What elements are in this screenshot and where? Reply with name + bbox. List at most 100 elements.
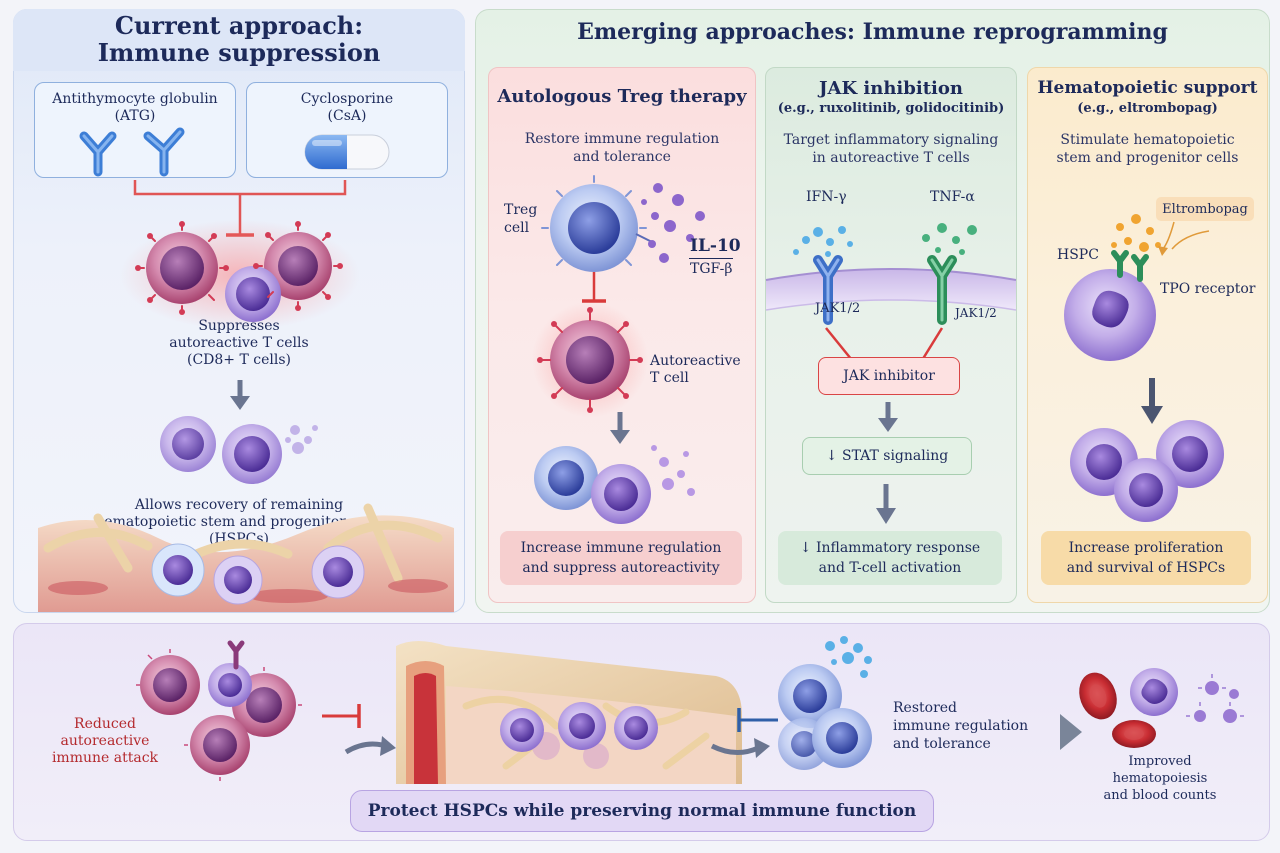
jak-inhibitor-box: JAK inhibitor [818,357,960,395]
down-arrow-icon [876,484,896,524]
down-arrow-icon [610,412,630,444]
improved-line2: hematopoiesis [1112,771,1208,786]
suppress-line3: (CD8+ T cells) [186,352,291,368]
current-title-line1: Current approach: [114,11,364,40]
suppress-line1: Suppresses [198,318,280,334]
autoreactive-t-cell [532,302,648,418]
red-blood-cell-icon [1079,672,1117,720]
jak-result-line1: ↓ Inflammatory response [799,540,981,556]
curved-arrow-icon [344,736,396,756]
autoreactive-label: Autoreactive T cell [650,353,741,387]
reduced-line3: immune attack [51,750,159,766]
atg-box [34,82,236,178]
hema-desc-line1: Stimulate hematopoietic [1060,132,1235,148]
improved-line3: and blood counts [1103,788,1217,803]
curved-arrow-icon [1158,221,1175,256]
treg-cell-label-line2: cell [504,220,530,236]
bone-marrow-section [396,641,742,784]
autoreactive-label-line1: Autoreactive [650,353,741,369]
curved-arrow-icon [710,738,770,758]
receptor-icon [813,255,843,325]
ifn-label: IFN-γ [806,189,847,205]
inhibit-arrow-icon [322,704,361,728]
reduced-line1: Reduced [74,716,136,732]
reduced-attack-cells [136,640,302,781]
improved-line1: Improved [1128,754,1192,769]
hema-result-line2: and survival of HSPCs [1066,560,1226,576]
current-title-line2: Immune suppression [97,38,381,67]
treg-title: Autologous Treg therapy [497,86,747,107]
restored-line1: Restored [893,700,958,716]
jak-result-line2: and T-cell activation [818,560,962,576]
jak-desc-line2: in autoreactive T cells [812,150,970,166]
antibody-icon [79,131,117,177]
il10-divider [689,258,733,259]
hspc-cell [1064,214,1210,361]
tgfb-label: TGF-β [690,261,733,277]
down-arrow-icon [230,380,250,410]
recovery-line2: hematopoietic stem and progenitor cells [95,514,383,530]
restored-line3: and tolerance [893,736,991,752]
tpo-receptor-label: TPO receptor [1160,281,1256,297]
reduced-attack-label: Reduced autoreactive immune attack [50,716,160,767]
capsule-icon [304,134,390,170]
jak-left-label: JAK1/2 [815,301,861,316]
suppress-line2: autoreactive T cells [169,335,309,351]
receptor-icon [927,255,957,325]
treg-result-line2: and suppress autoreactivity [522,560,720,576]
right-arrow-icon [1034,714,1082,750]
restored-line2: immune regulation [893,718,1029,734]
inhibit-arrow-icon [582,272,606,303]
tnf-label: TNF-α [930,189,975,205]
jak-right-label: JAK1/2 [955,306,997,320]
treg-cell [541,175,705,281]
recovery-line1: Allows recovery of remaining [134,497,344,513]
down-arrow-icon [878,402,898,432]
jak-result-box: ↓ Inflammatory response and T-cell activ… [778,531,1002,585]
down-arrow-icon [1141,378,1163,424]
atg-label-line2: (ATG) [114,108,156,124]
current-title: Current approach: Immune suppression [13,12,465,66]
jak-desc: Target inflammatory signaling in autorea… [765,131,1017,167]
csa-label-line2: (CsA) [327,108,367,124]
treg-desc-line1: Restore immune regulation [524,131,720,147]
hema-result-line1: Increase proliferation [1068,540,1224,556]
jak-title: JAK inhibition [819,78,963,99]
protect-hspcs-banner: Protect HSPCs while preserving normal im… [350,790,934,832]
inhibit-arrow-icon [737,708,778,732]
bone-marrow-tissue [38,503,454,612]
proliferating-hspcs [1070,420,1224,522]
treg-result-box: Increase immune regulation and suppress … [500,531,742,585]
reduced-line2: autoreactive [60,733,150,749]
atg-label-line1: Antithymocyte globulin [52,91,218,107]
stat-signaling-box: ↓ STAT signaling [802,437,972,475]
hema-subtitle: (e.g., eltrombopag) [1077,101,1218,116]
emerging-title: Emerging approaches: Immune reprogrammin… [577,19,1168,45]
il10-label: IL-10 [690,236,741,256]
treg-cell-label-line1: Treg [504,202,538,218]
cell-membrane-receptors [765,223,1017,371]
platelet-icon [1194,681,1239,723]
eltrombopag-label: Eltrombopag [1156,197,1254,221]
atg-label: Antithymocyte globulin (ATG) [34,91,236,125]
antibody-icon [143,127,185,177]
treg-cell-label: Treg cell [504,201,537,237]
restored-treg-cells [778,636,872,770]
restored-label: Restored immune regulation and tolerance [893,699,1028,753]
blood-cells-group [1079,668,1244,748]
treg-desc: Restore immune regulation and tolerance [488,130,756,166]
hema-result-box: Increase proliferation and survival of H… [1041,531,1251,585]
hema-desc-line2: stem and progenitor cells [1056,150,1239,166]
hema-title: Hematopoietic support [1037,78,1258,98]
jak-desc-line1: Target inflammatory signaling [783,132,999,148]
red-blood-cell-icon [1112,720,1156,748]
jak-subtitle: (e.g., ruxolitinib, golidocitinib) [777,101,1005,116]
autoreactive-t-cells-cluster [120,220,360,330]
recovering-cells [160,416,318,484]
regulated-cells [534,445,695,524]
csa-label: Cyclosporine (CsA) [246,91,448,125]
hspc-label: HSPC [1057,247,1099,263]
treg-desc-line2: and tolerance [573,149,671,165]
suppress-label: Suppresses autoreactive T cells (CD8+ T … [13,318,465,369]
improved-label: Improved hematopoiesis and blood counts [1095,753,1225,804]
